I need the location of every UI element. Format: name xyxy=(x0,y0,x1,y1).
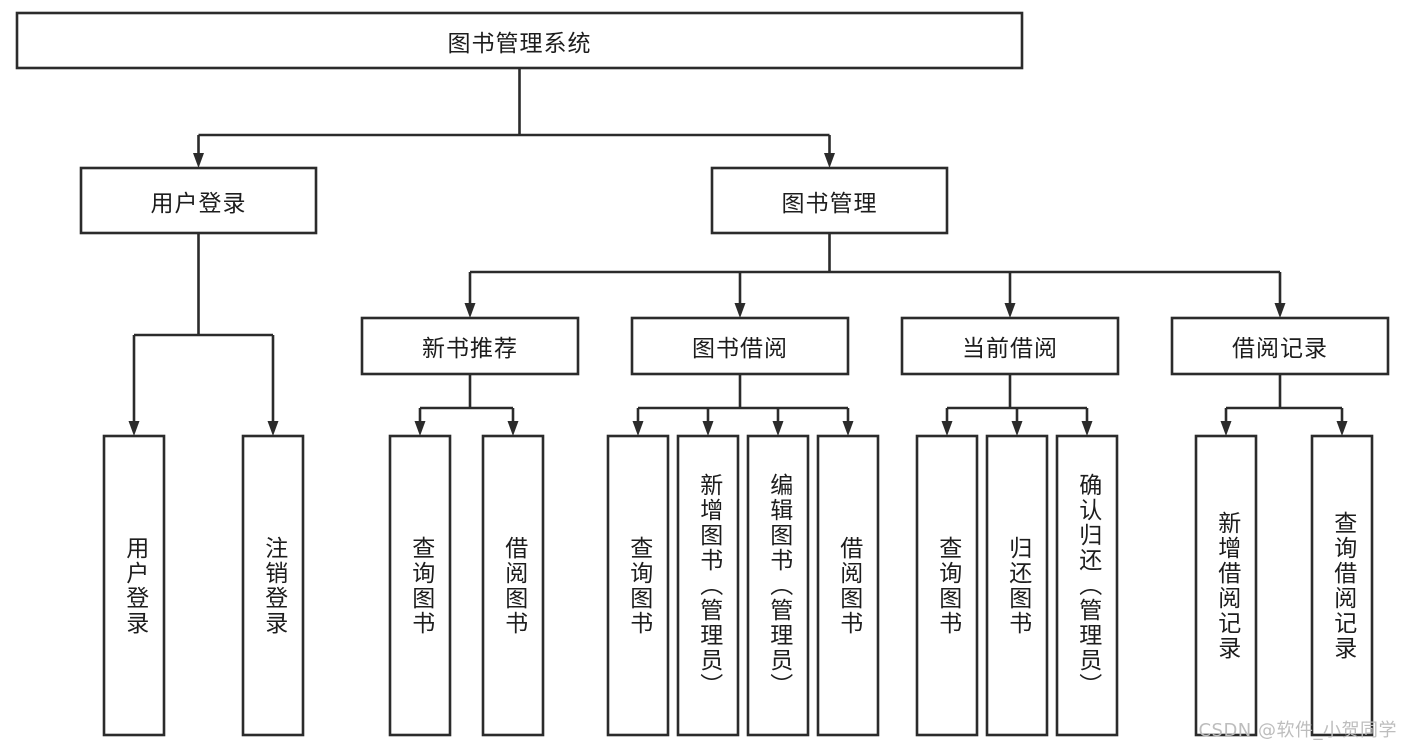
arrow-head-n9 xyxy=(414,421,426,436)
node-box-n19[interactable] xyxy=(1310,434,1374,737)
arrow-head-n19 xyxy=(1336,421,1348,436)
arrow-head-n11 xyxy=(632,421,644,436)
arrow-head-n17 xyxy=(1081,421,1093,436)
node-box-n6[interactable] xyxy=(1170,316,1390,376)
node-box-n12[interactable] xyxy=(676,434,740,737)
arrow-head-n7 xyxy=(128,421,140,436)
arrow-head-n5 xyxy=(1004,303,1016,318)
nodes-layer xyxy=(15,11,1390,737)
arrow-head-n16 xyxy=(1011,421,1023,436)
arrow-head-n13 xyxy=(772,421,784,436)
arrow-head-n4 xyxy=(734,303,746,318)
arrow-head-n8 xyxy=(267,421,279,436)
arrow-head-n12 xyxy=(702,421,714,436)
node-box-n7[interactable] xyxy=(102,434,166,737)
node-box-n10[interactable] xyxy=(481,434,545,737)
node-box-n13[interactable] xyxy=(746,434,810,737)
node-box-n4[interactable] xyxy=(630,316,850,376)
arrow-head-n2 xyxy=(824,153,835,168)
node-box-n17[interactable] xyxy=(1055,434,1119,737)
node-box-n8[interactable] xyxy=(241,434,305,737)
node-box-n3[interactable] xyxy=(360,316,580,376)
arrow-head-n18 xyxy=(1220,421,1232,436)
node-box-n18[interactable] xyxy=(1194,434,1258,737)
node-box-n16[interactable] xyxy=(985,434,1049,737)
node-box-n14[interactable] xyxy=(816,434,880,737)
arrow-head-n6 xyxy=(1274,303,1286,318)
arrow-head-n1 xyxy=(193,153,204,168)
arrow-head-n15 xyxy=(941,421,953,436)
arrow-head-n14 xyxy=(842,421,854,436)
node-box-n15[interactable] xyxy=(915,434,979,737)
connectors-layer xyxy=(128,68,1348,436)
arrow-head-n10 xyxy=(507,421,519,436)
node-box-n11[interactable] xyxy=(606,434,670,737)
node-box-n2[interactable] xyxy=(710,166,949,235)
node-box-n0[interactable] xyxy=(15,11,1024,70)
arrow-head-n3 xyxy=(464,303,476,318)
node-box-n9[interactable] xyxy=(388,434,452,737)
node-box-n5[interactable] xyxy=(900,316,1120,376)
node-box-n1[interactable] xyxy=(79,166,318,235)
